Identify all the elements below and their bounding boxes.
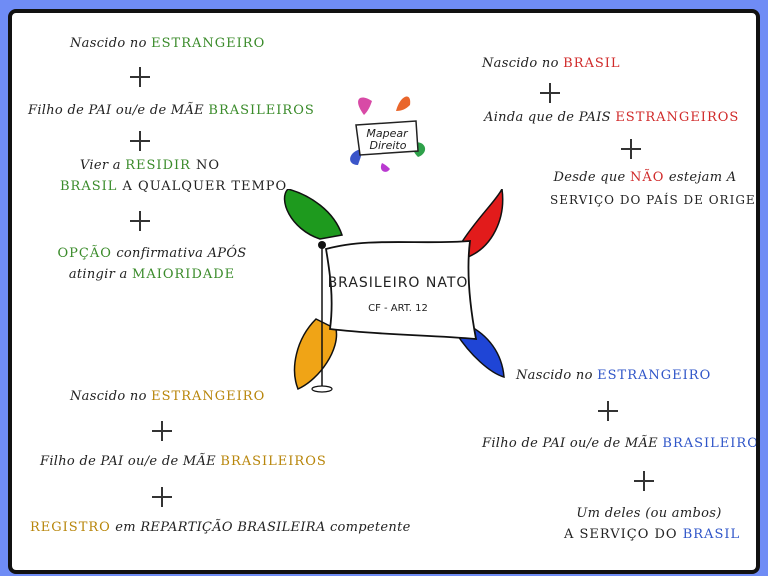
br-item-1: Nascido no ESTRANGEIRO (516, 368, 712, 384)
plus-icon (130, 131, 150, 151)
plus-icon (540, 83, 560, 103)
tl-item-4-text-b: confirmativa APÓS (111, 246, 247, 261)
br-item-2-highlight: BRASILEIROS (662, 436, 760, 451)
plus-icon (152, 421, 172, 441)
plus-icon (598, 401, 618, 421)
logo-line-1: Mapear (366, 127, 409, 140)
bl-item-3: REGISTRO em REPARTIÇÃO BRASILEIRA compet… (30, 520, 411, 536)
tr-item-3: Desde que NÃO estejam A SERVIÇO DO PAÍS … (550, 170, 760, 208)
br-item-2-text: Filho de PAI ou/e de MÃE (482, 436, 663, 451)
bl-item-2: Filho de PAI ou/e de MÃE BRASILEIROS (40, 454, 327, 470)
br-item-3: Um deles (ou ambos) A SERVIÇO DO BRASIL (564, 506, 739, 543)
tl-item-2-highlight: BRASILEIROS (208, 103, 315, 118)
tl-item-4-text-c: atingir a (68, 266, 133, 282)
tl-item-3-text-e: A QUALQUER TEMPO (117, 178, 288, 194)
logo-banner (355, 120, 419, 156)
plus-icon (152, 487, 172, 507)
br-item-3-text-a: Um deles (ou ambos) (576, 506, 722, 521)
red-petal (459, 189, 504, 258)
tl-item-1-text: Nascido no (70, 36, 152, 51)
tl-item-4-highlight-a: OPÇÃO (57, 246, 112, 261)
tr-item-1-text: Nascido no (482, 56, 564, 71)
tl-item-4-highlight-d: MAIORIDADE (132, 266, 236, 282)
tl-item-2: Filho de PAI ou/e de MÃE BRASILEIROS (28, 103, 315, 119)
center-subtitle: CF - ART. 12 (368, 303, 428, 314)
logo-petal (396, 96, 411, 111)
bl-item-3-text: em REPARTIÇÃO BRASILEIRA competente (110, 520, 411, 535)
tr-item-3-text-d: SERVIÇO DO PAÍS DE ORIGEM (550, 192, 760, 207)
tl-item-3: Vier a RESIDIR NO BRASIL A QUALQUER TEMP… (60, 158, 286, 195)
bl-item-2-highlight: BRASILEIROS (220, 454, 327, 469)
logo-petal (380, 163, 390, 172)
br-item-3-text-b: A SERVIÇO DO (564, 526, 683, 542)
plus-icon (130, 211, 150, 231)
tr-item-2: Ainda que de PAIS ESTRANGEIROS (484, 110, 740, 126)
tr-item-3-highlight: NÃO (630, 170, 665, 185)
bl-item-1-text: Nascido no (70, 389, 152, 404)
logo-petal (358, 97, 372, 115)
br-item-1-text: Nascido no (516, 368, 598, 383)
tl-item-3-highlight-a: RESIDIR (125, 158, 191, 173)
plus-icon (634, 471, 654, 491)
bl-item-2-text: Filho de PAI ou/e de MÃE (40, 454, 221, 469)
mapear-direito-logo: Mapear Direito (350, 96, 426, 172)
tl-item-3-text-a: Vier a (79, 158, 126, 173)
green-petal (283, 189, 343, 240)
br-item-3-highlight: BRASIL (682, 526, 741, 542)
bl-item-3-highlight: REGISTRO (30, 520, 111, 535)
tl-item-3-text-c: NO (190, 158, 221, 173)
br-item-1-highlight: ESTRANGEIRO (597, 368, 712, 383)
logo-line-2: Direito (370, 139, 407, 152)
central-flag: BRASILEIRO NATO CF - ART. 12 (283, 189, 505, 393)
bl-item-1: Nascido no ESTRANGEIRO (70, 389, 266, 405)
flag-banner (324, 240, 478, 340)
tr-item-2-highlight: ESTRANGEIROS (615, 110, 740, 125)
tl-item-1-highlight: ESTRANGEIRO (151, 36, 266, 51)
br-item-2: Filho de PAI ou/e de MÃE BRASILEIROS (482, 436, 760, 452)
tr-item-2-text: Ainda que de PAIS (484, 110, 616, 125)
tr-item-3-text-c: estejam A (664, 170, 737, 185)
tl-item-2-text: Filho de PAI ou/e de MÃE (28, 103, 209, 118)
mind-map-board: Nascido no ESTRANGEIRO Filho de PAI ou/e… (8, 9, 760, 574)
tl-item-3-highlight-b: BRASIL (60, 178, 118, 194)
bl-item-1-highlight: ESTRANGEIRO (151, 389, 266, 404)
plus-icon (130, 67, 150, 87)
orange-petal (293, 318, 338, 391)
flag-pole-knob (318, 241, 326, 249)
plus-icon (621, 139, 641, 159)
tl-item-4: OPÇÃO confirmativa APÓS atingir a MAIORI… (52, 246, 252, 283)
tl-item-1: Nascido no ESTRANGEIRO (70, 36, 266, 52)
center-title: BRASILEIRO NATO (328, 275, 469, 291)
tr-item-3-text-a: Desde que (553, 170, 630, 185)
tr-item-1-highlight: BRASIL (563, 56, 621, 71)
tr-item-1: Nascido no BRASIL (482, 56, 621, 72)
flag-pole-base (311, 385, 333, 393)
